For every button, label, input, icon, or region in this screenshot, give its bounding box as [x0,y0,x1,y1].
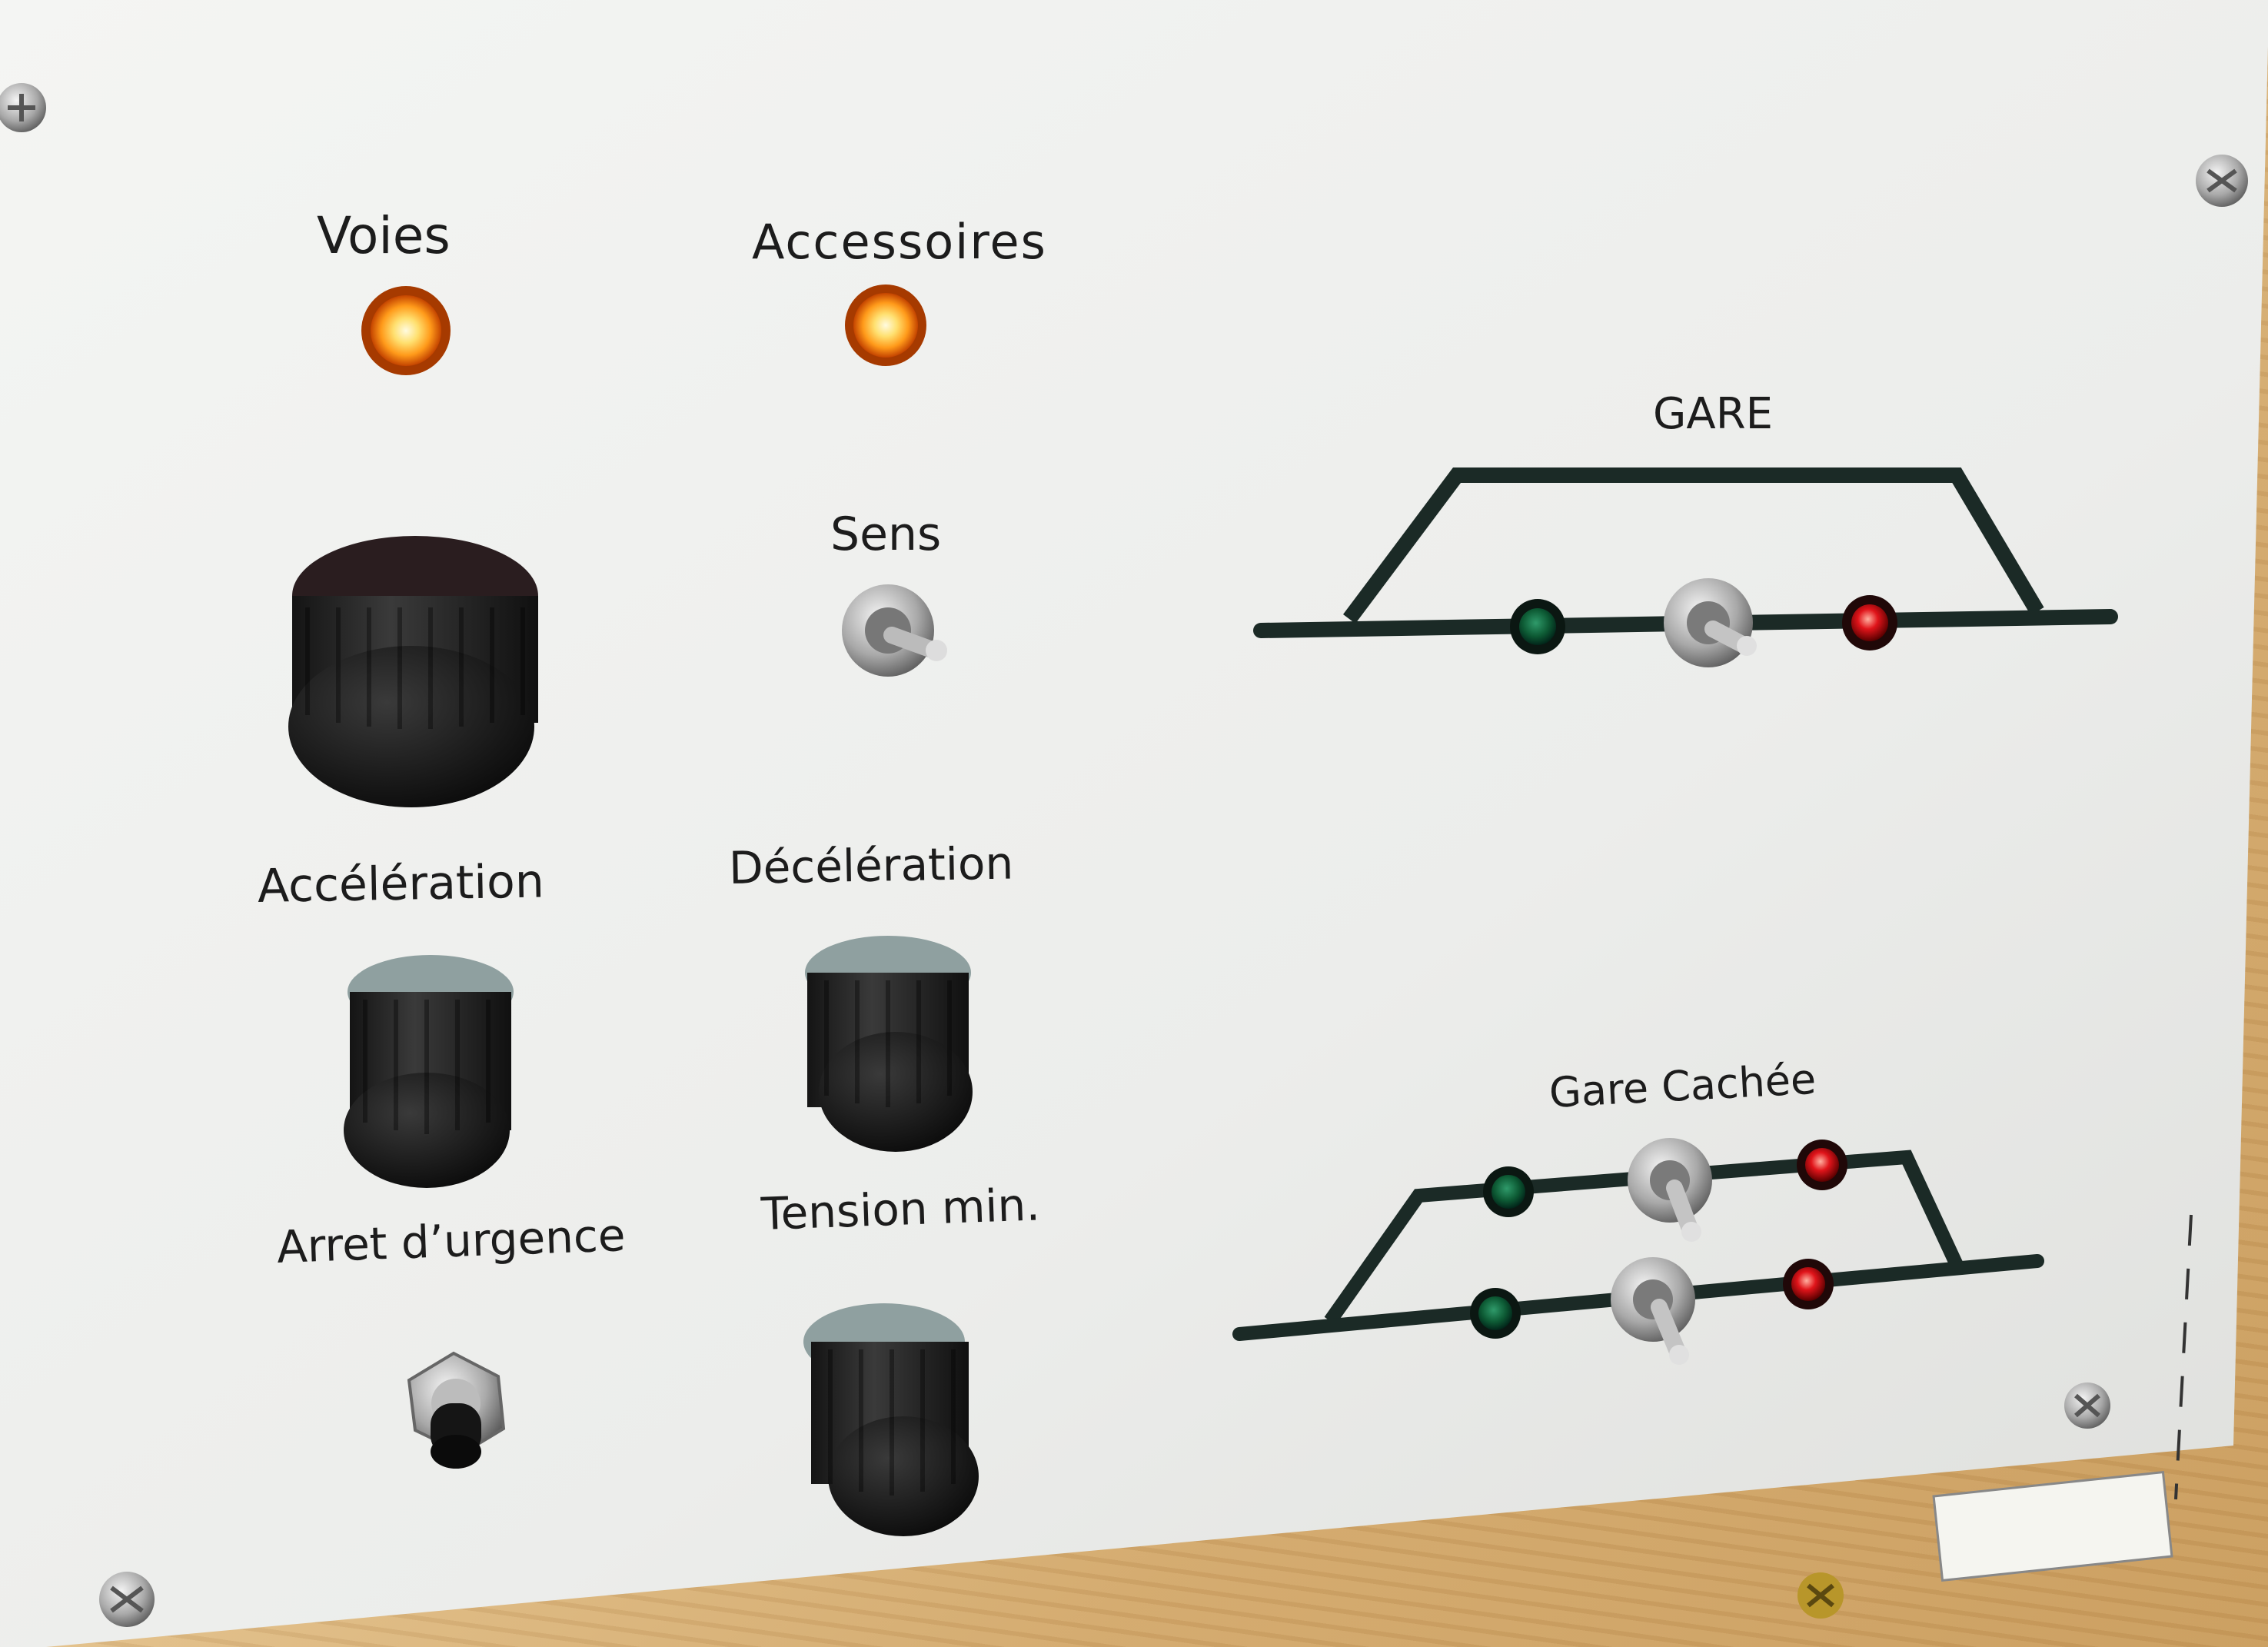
gare-green-led-icon [1510,599,1565,654]
screw-icon [2196,155,2248,207]
screw-icon [99,1572,155,1627]
acceleration-knob[interactable] [288,536,538,807]
gare-red-led-icon [1842,595,1897,650]
screw-icon [0,83,46,132]
gare-cachee-upper-red-led-icon [1797,1140,1847,1190]
gare-toggle-switch-icon[interactable] [1664,578,1757,667]
sens-label: Sens [830,507,942,561]
gare-cachee-upper-green-led-icon [1483,1166,1534,1217]
deceleration-knob[interactable] [805,936,973,1152]
emergency-push-button-icon[interactable] [407,1351,506,1469]
gare-cachee-lower-red-led-icon [1783,1259,1834,1309]
screw-icon [1797,1572,1844,1619]
tension-min-knob[interactable] [803,1303,979,1536]
gare-cachee-lower-toggle-switch-icon[interactable] [1611,1257,1695,1365]
taped-note [1932,1214,2193,1582]
screw-icon [2064,1382,2110,1429]
accessoires-indicator-lamp-icon [845,284,926,366]
sens-toggle-switch-icon[interactable] [842,584,947,677]
acceleration-label: Accélération [257,854,545,913]
gare-cachee-lower-green-led-icon [1470,1288,1521,1339]
voies-label: Voies [317,206,451,265]
tension-min-label: Tension min. [760,1178,1041,1240]
voies-indicator-lamp-icon [361,286,451,375]
gare-cachee-upper-toggle-switch-icon[interactable] [1628,1138,1712,1242]
deceleration-label: Décélération [728,837,1014,894]
accessoires-label: Accessoires [752,214,1047,270]
gare-label: GARE [1653,389,1773,439]
arret-urgence-knob[interactable] [344,955,514,1188]
